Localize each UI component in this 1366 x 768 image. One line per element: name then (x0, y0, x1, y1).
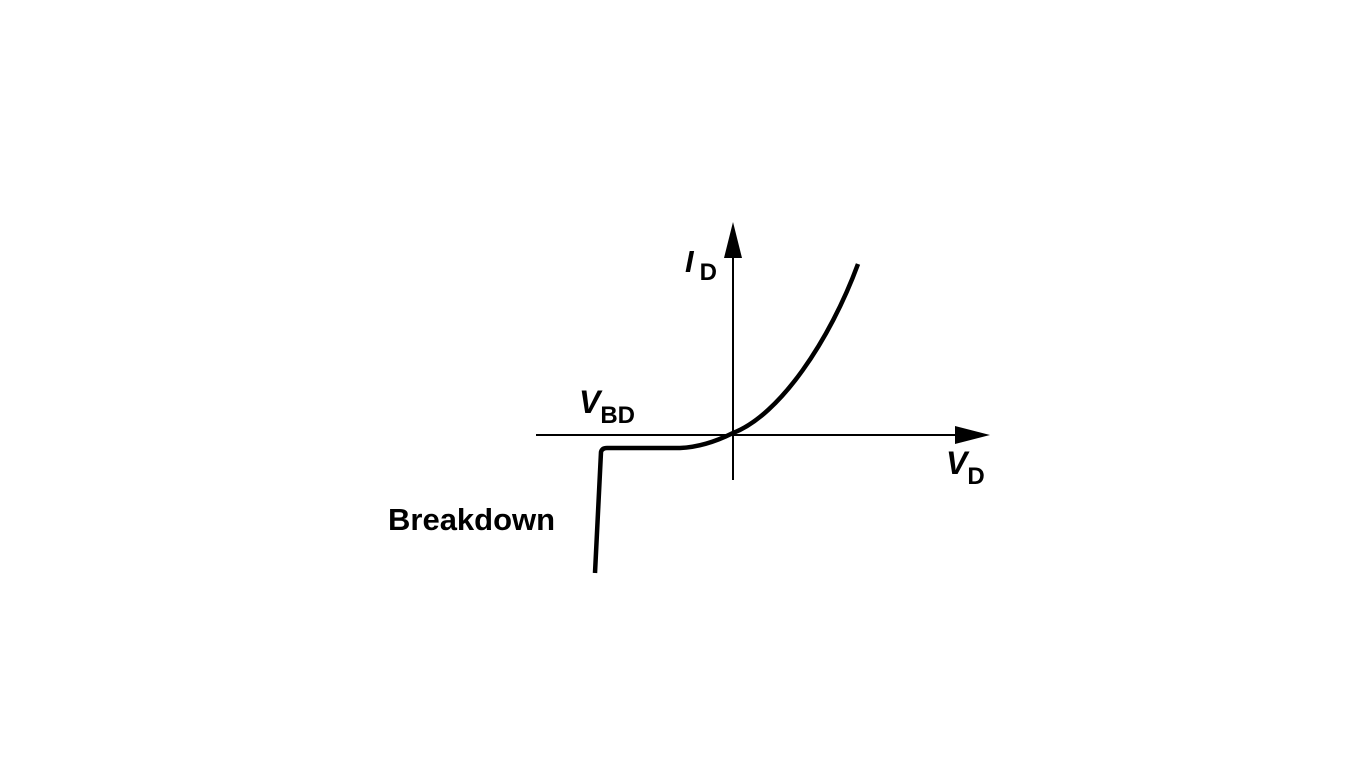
y-axis-arrowhead (724, 222, 742, 258)
x-axis-arrowhead (955, 426, 990, 444)
breakdown-region-label: Breakdown (388, 502, 555, 537)
breakdown-voltage-label: VBD (579, 384, 635, 429)
iv-curve (592, 263, 861, 574)
x-axis-label: VD (946, 445, 985, 490)
